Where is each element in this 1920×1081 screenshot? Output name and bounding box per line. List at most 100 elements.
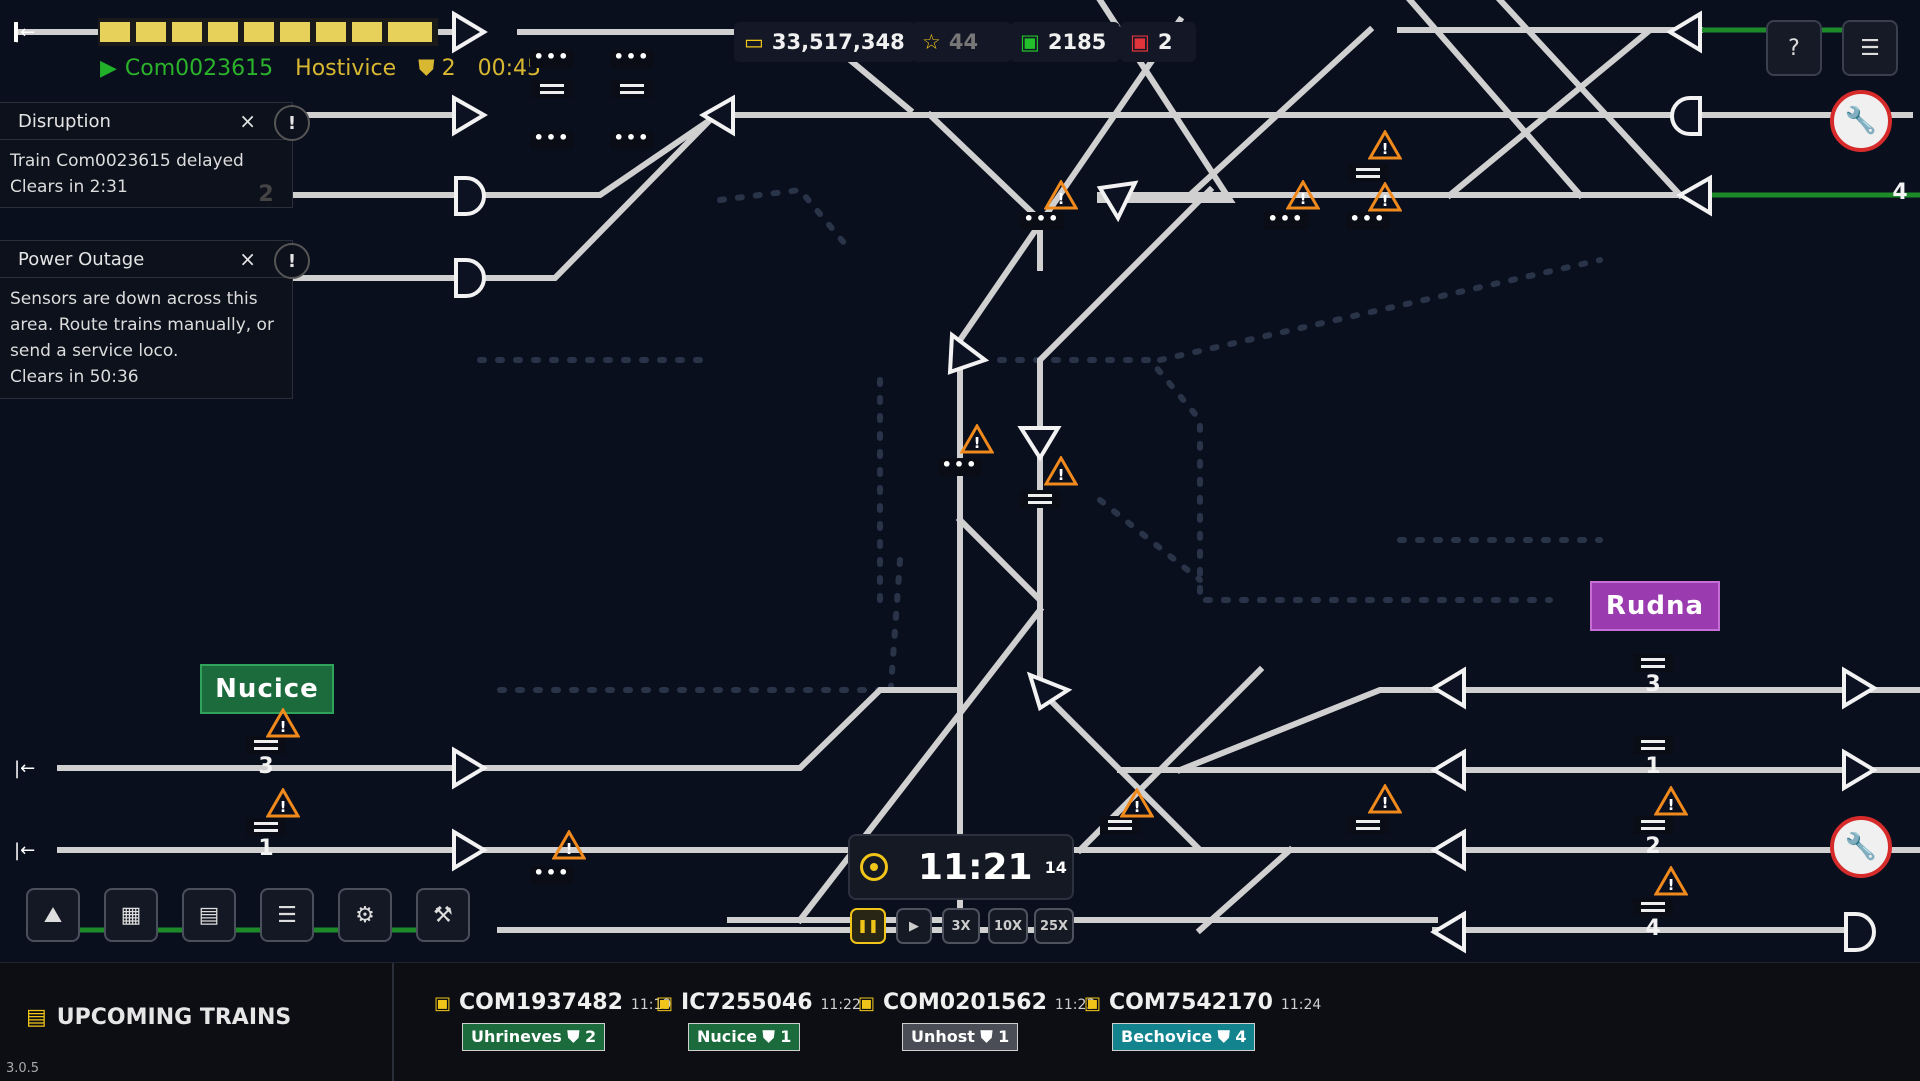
train-com0023615[interactable]	[14, 18, 438, 46]
background-paths	[477, 186, 1603, 703]
warning-icon: !	[1044, 456, 1078, 486]
warning-icon: !	[1368, 784, 1402, 814]
warning-icon: !	[266, 708, 300, 738]
menu-button[interactable]: ☰	[1842, 20, 1898, 76]
wrench-tool-button[interactable]: ⚒	[416, 888, 470, 942]
signal-arrow	[1676, 174, 1712, 217]
block-indicator	[532, 80, 572, 98]
terrain-tool-button[interactable]: ⛰	[26, 888, 80, 942]
notification-line: Sensors are down across this	[10, 289, 258, 309]
occupied-block: •••	[610, 49, 654, 68]
occupied-block: •••	[610, 130, 654, 149]
train-icon: ▣	[858, 993, 876, 1014]
signal-arrow	[1842, 666, 1878, 710]
close-icon[interactable]: ×	[239, 247, 256, 271]
station-rudna[interactable]: Rudna	[1590, 581, 1720, 631]
train-destination: Hostivice	[295, 56, 397, 81]
notification-line: Clears in 2:31	[10, 177, 128, 197]
speed-10x-button[interactable]: 10X	[988, 908, 1028, 944]
maintenance-marker[interactable]: 🔧	[1830, 816, 1892, 878]
warning-icon: !	[552, 830, 586, 860]
speed-25x-button[interactable]: 25X	[1034, 908, 1074, 944]
svg-text:!: !	[1058, 466, 1065, 484]
occupied-block: •••	[1264, 211, 1308, 230]
block-indicator	[1633, 654, 1673, 672]
schedule-icon: ▤	[26, 1005, 47, 1030]
destination-badge: Uhrineves ⛊ 2	[462, 1023, 606, 1051]
notification-title: Disruption	[18, 110, 111, 132]
signal-arrow	[1842, 748, 1878, 792]
play-icon: ▶	[909, 918, 919, 934]
signal-arrow	[1430, 666, 1466, 710]
warning-icon: !	[1654, 786, 1688, 816]
signal-arrow	[452, 94, 488, 137]
warning-icon: !	[1044, 180, 1078, 210]
svg-text:!: !	[1382, 794, 1389, 812]
train-icon: ▣	[1020, 30, 1040, 54]
signal-arrow	[452, 10, 488, 54]
signal-arrow	[452, 828, 488, 872]
platform-number: 2	[258, 182, 274, 207]
signals[interactable]	[452, 10, 1878, 954]
platform-number: 3	[258, 754, 274, 779]
signal-stop	[454, 258, 486, 298]
block-indicator	[1633, 816, 1673, 834]
rating-counter: ☆ 44	[912, 22, 1012, 62]
signal-arrow	[1096, 180, 1139, 223]
sliders-tool-icon: ☰	[277, 902, 297, 928]
notification-line: area. Route trains manually, or	[10, 315, 274, 335]
signal-stop	[1670, 96, 1702, 136]
speed-3x-button[interactable]: 3X	[942, 908, 980, 944]
signal-stop	[1844, 912, 1876, 952]
exit-marker: |←	[14, 758, 36, 779]
train-play-icon: ▶	[100, 56, 117, 81]
ledger-tool-icon: ▤	[198, 902, 220, 928]
occupied-block: •••	[530, 49, 574, 68]
wrench-tool-icon: ⚒	[433, 902, 453, 928]
warning-icon: !	[1368, 182, 1402, 212]
upcoming-trains-header[interactable]: ▤ UPCOMING TRAINS	[26, 1005, 292, 1030]
svg-text:!: !	[280, 718, 287, 736]
wallet-icon: ▭	[744, 30, 764, 54]
warning-icon: !	[1120, 788, 1154, 818]
clock-time: 11:21	[918, 846, 1033, 888]
pause-button[interactable]: ❚❚	[850, 908, 886, 944]
svg-text:!: !	[1058, 190, 1065, 208]
svg-text:!: !	[566, 840, 573, 858]
train-platform: ⛊ 2	[418, 56, 456, 81]
svg-text:!: !	[1668, 796, 1675, 814]
money-counter: ▭ 33,517,348	[734, 22, 916, 62]
block-indicator	[246, 736, 286, 754]
ledger-tool-button[interactable]: ▤	[182, 888, 236, 942]
close-icon[interactable]: ×	[239, 109, 256, 133]
sliders-tool-button[interactable]: ☰	[260, 888, 314, 942]
warning-icon: !	[960, 424, 994, 454]
svg-text:!: !	[1668, 876, 1675, 894]
chip-tool-button[interactable]: ▦	[104, 888, 158, 942]
terrain-tool-icon: ⛰	[43, 902, 63, 928]
trains-ok-counter: ▣ 2185	[1010, 22, 1120, 62]
gear-tool-button[interactable]: ⚙	[338, 888, 392, 942]
train-icon: ▣	[656, 993, 674, 1014]
block-indicator	[612, 80, 652, 98]
clock-seconds: 14	[1044, 857, 1067, 877]
signal-arrow	[1430, 910, 1466, 954]
block-indicator	[1020, 490, 1060, 508]
svg-text:!: !	[1300, 190, 1307, 208]
selected-train-info[interactable]: ▶ Com0023615 Hostivice ⛊ 2 00:45	[100, 56, 541, 81]
signal-arrow	[947, 331, 990, 375]
destination-badge: Nucice ⛊ 1	[688, 1023, 801, 1051]
play-button[interactable]: ▶	[896, 908, 932, 944]
signal-arrow	[1017, 426, 1062, 462]
signal-arrow	[452, 746, 488, 790]
destination-badge: Unhost ⛊ 1	[902, 1023, 1019, 1051]
station-nucice[interactable]: Nucice	[200, 664, 334, 714]
block-indicator	[246, 818, 286, 836]
maintenance-marker[interactable]: 🔧	[1830, 90, 1892, 152]
version-label: 3.0.5	[6, 1061, 40, 1076]
help-button[interactable]: ?	[1766, 20, 1822, 76]
